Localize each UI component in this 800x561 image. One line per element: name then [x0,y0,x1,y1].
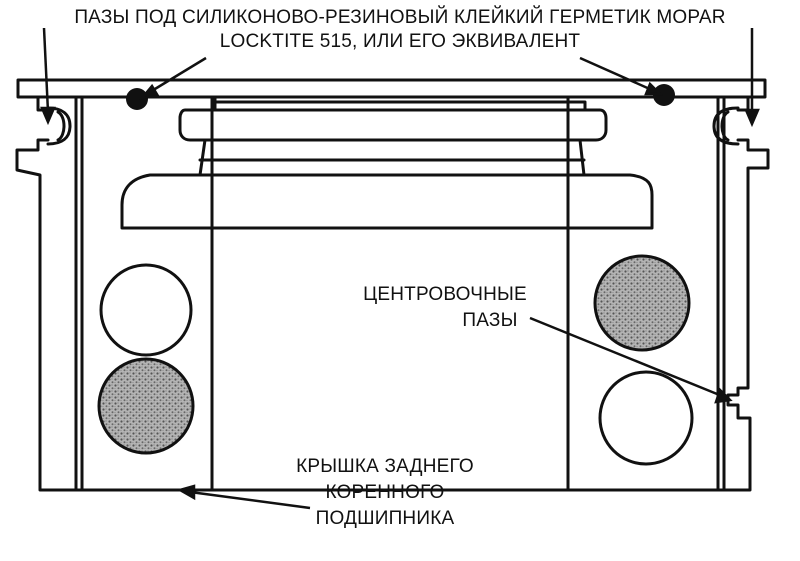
right-lower-hole [598,370,694,466]
right-sealant-groove [712,106,740,146]
leader-sealant-left-groove [42,27,50,113]
sealant-groove-label-line2: LOCKTITE 515, ИЛИ ЕГО ЭКВИВАЛЕНТ [219,31,581,52]
right-sealant-dot [653,84,675,106]
left-upper-hole [99,263,193,357]
centering-label-line2: ПАЗЫ [462,310,518,331]
leader-bearing-cap [189,490,311,510]
left-sealant-dot [126,88,148,110]
left-sealant-groove [46,106,72,146]
right-upper-hole-shaded [593,254,691,352]
centering-grooves-label: ЦЕНТРОВОЧНЫЕ ПАЗЫ [320,283,570,332]
bearing-journal-ring [178,108,608,142]
leader-sealant-right-dot [579,56,653,92]
bearing-journal-upper [213,95,587,112]
bearing-base-flange [120,173,654,230]
cap-label-line2: КОРЕННОГО [325,482,445,503]
leader-centering-groove [529,316,723,398]
rear-main-bearing-cap-label: КРЫШКА ЗАДНЕГО КОРЕННОГО ПОДШИПНИКА [270,455,500,530]
left-lower-hole-shaded [97,357,195,455]
cap-label-line1: КРЫШКА ЗАДНЕГО [296,456,474,477]
centering-label-line1: ЦЕНТРОВОЧНЫЕ [363,284,527,305]
block-top-edge [16,78,767,99]
leader-sealant-left-dot [149,56,207,94]
sealant-groove-label-line1: ПАЗЫ ПОД СИЛИКОНОВО-РЕЗИНОВЫЙ КЛЕЙКИЙ ГЕ… [74,7,726,28]
cap-label-line3: ПОДШИПНИКА [315,508,455,529]
